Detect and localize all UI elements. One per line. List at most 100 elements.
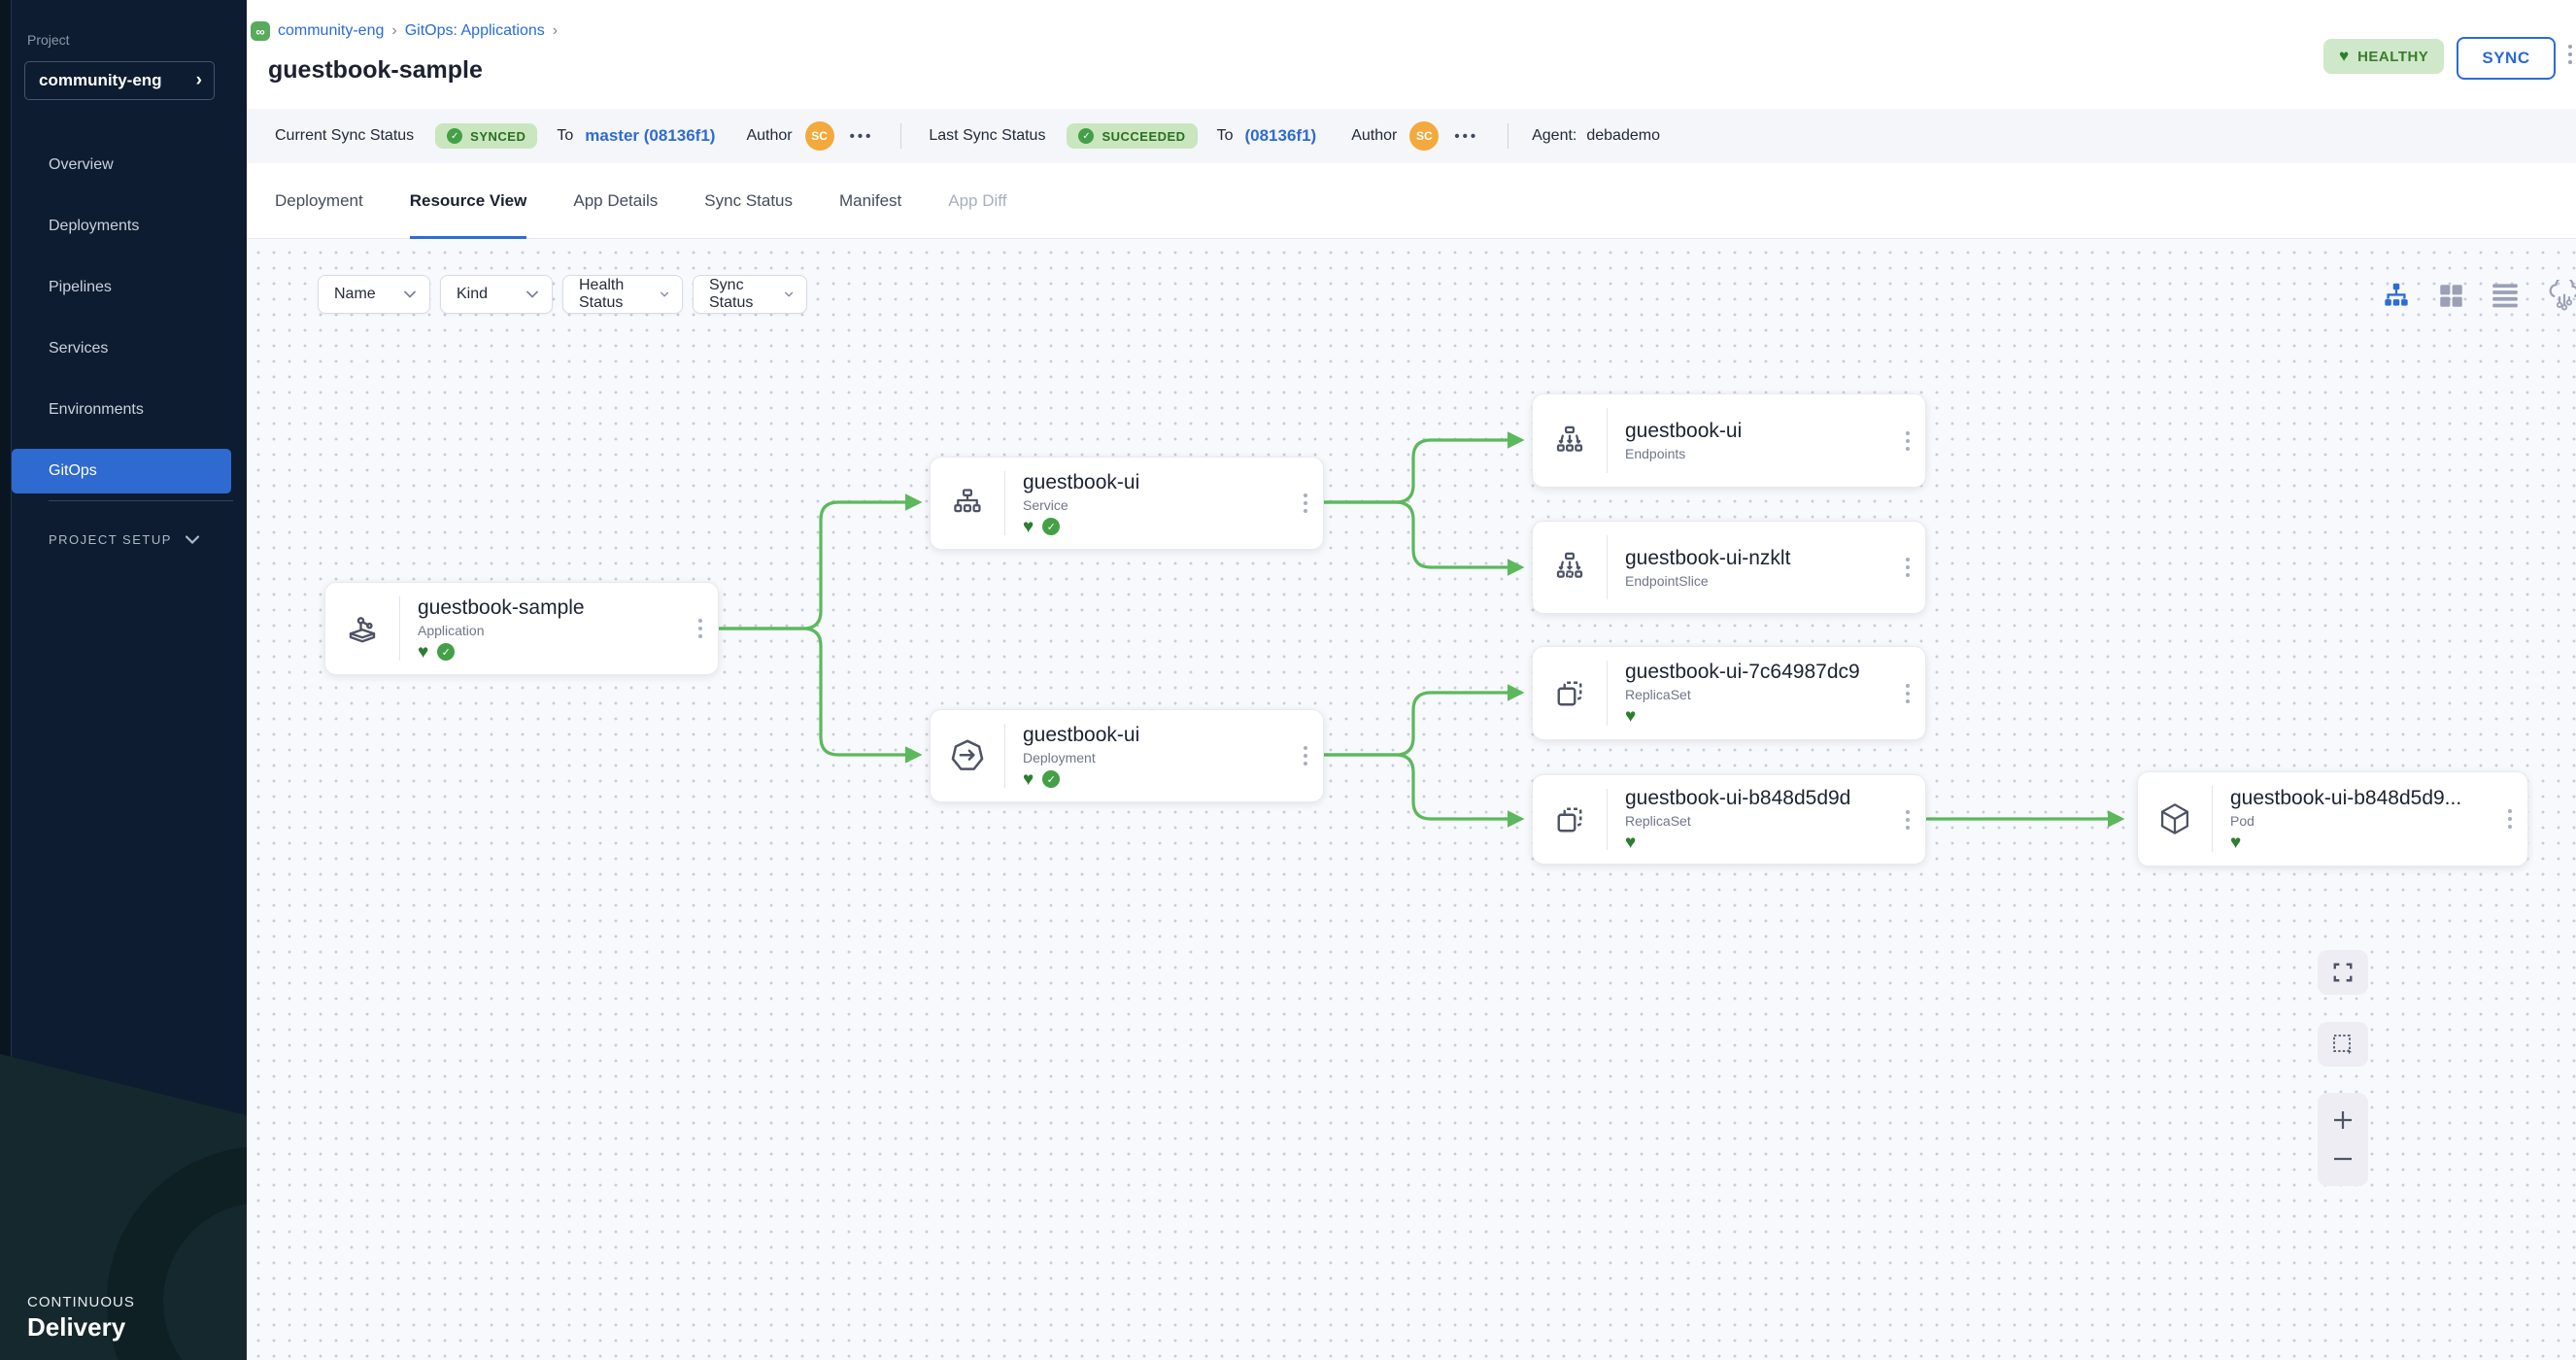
- node-kebab-menu[interactable]: [1906, 810, 1910, 830]
- replicaset-icon: [1533, 647, 1607, 739]
- health-heart-icon: ♥: [1023, 518, 1034, 536]
- sidebar-item-environments[interactable]: Environments: [0, 388, 247, 432]
- deployment-icon: [931, 710, 1004, 801]
- gitops-module-icon: ∞: [251, 21, 270, 41]
- heart-icon: ♥: [2339, 47, 2349, 66]
- sidebar-item-gitops[interactable]: GitOps: [12, 449, 231, 493]
- node-replicaset-1[interactable]: guestbook-ui-7c64987dc9 ReplicaSet ♥ ✓: [1532, 646, 1926, 740]
- statusbar-divider: [900, 123, 901, 149]
- filter-health-status[interactable]: Health Status: [562, 275, 683, 314]
- sync-check-icon: ✓: [1042, 770, 1060, 788]
- chevron-down-icon: [526, 290, 538, 298]
- marquee-select-icon: [2331, 1033, 2355, 1056]
- tab-app-diff[interactable]: App Diff: [948, 163, 1006, 239]
- node-endpointslice[interactable]: guestbook-ui-nzklt EndpointSlice ♥ ✓: [1532, 521, 1926, 614]
- breadcrumb: ∞ community-eng › GitOps: Applications ›: [251, 21, 558, 41]
- sync-check-icon: ✓: [437, 643, 455, 661]
- page-title: guestbook-sample: [268, 56, 483, 85]
- last-sync-label: Last Sync Status: [929, 127, 1045, 145]
- view-toggles: [2382, 280, 2576, 311]
- health-heart-icon: ♥: [2230, 833, 2241, 852]
- current-sync-label: Current Sync Status: [275, 127, 414, 145]
- sidebar-item-services[interactable]: Services: [0, 326, 247, 371]
- filter-bar: Name Kind Health Status Sync Status: [318, 275, 807, 314]
- breadcrumb-separator: ›: [391, 22, 396, 40]
- project-label: Project: [27, 32, 70, 48]
- commit-more-menu[interactable]: •••: [1454, 128, 1478, 145]
- node-kebab-menu[interactable]: [1906, 431, 1910, 451]
- node-kebab-menu[interactable]: [1906, 684, 1910, 703]
- author-avatar[interactable]: SC: [805, 121, 834, 151]
- node-kebab-menu[interactable]: [2508, 809, 2512, 829]
- node-replicaset-2[interactable]: guestbook-ui-b848d5d9d ReplicaSet ♥ ✓: [1532, 774, 1926, 865]
- list-view-icon[interactable]: [2491, 283, 2519, 308]
- tab-manifest[interactable]: Manifest: [839, 163, 901, 239]
- page-header: [247, 0, 2576, 109]
- cluster-view-icon[interactable]: [2546, 280, 2576, 311]
- zoom-in-button[interactable]: [2318, 1108, 2368, 1132]
- filter-name[interactable]: Name: [318, 275, 430, 314]
- breadcrumb-section-link[interactable]: GitOps: Applications: [405, 22, 545, 40]
- last-ref-link[interactable]: (08136f1): [1244, 126, 1316, 146]
- node-application[interactable]: guestbook-sample Application ♥ ✓: [324, 582, 719, 675]
- node-deployment[interactable]: guestbook-ui Deployment ♥ ✓: [930, 709, 1324, 802]
- service-icon: [931, 458, 1004, 549]
- agent-value: debademo: [1586, 127, 1660, 145]
- pod-icon: [2138, 772, 2212, 866]
- header-kebab-menu[interactable]: [2568, 45, 2572, 64]
- zoom-out-button[interactable]: [2318, 1147, 2368, 1171]
- health-heart-icon: ♥: [1625, 707, 1636, 726]
- breadcrumb-project-link[interactable]: community-eng: [278, 22, 384, 40]
- sync-check-icon: ✓: [1042, 518, 1060, 535]
- endpointslice-icon: [1533, 522, 1607, 613]
- tab-resource-view[interactable]: Resource View: [410, 163, 527, 239]
- tab-app-details[interactable]: App Details: [573, 163, 658, 239]
- current-ref-link[interactable]: master (08136f1): [585, 126, 715, 146]
- node-kebab-menu[interactable]: [698, 619, 702, 638]
- node-kebab-menu[interactable]: [1304, 493, 1307, 513]
- breadcrumb-separator: ›: [553, 22, 558, 40]
- node-pod[interactable]: guestbook-ui-b848d5d9... Pod ♥ ✓: [2137, 771, 2528, 867]
- project-selector[interactable]: community-eng ›: [24, 61, 215, 100]
- tab-deployment[interactable]: Deployment: [275, 163, 363, 239]
- endpoints-icon: [1533, 394, 1607, 487]
- succeeded-badge: ✓ SUCCEEDED: [1067, 123, 1197, 149]
- sidebar-nav: Overview Deployments Pipelines Services …: [0, 126, 247, 510]
- fullscreen-button[interactable]: [2318, 950, 2368, 995]
- chevron-down-icon: [661, 290, 668, 298]
- chevron-down-icon: [186, 535, 199, 544]
- node-endpoints[interactable]: guestbook-ui Endpoints ♥ ✓: [1532, 393, 1926, 488]
- fullscreen-icon: [2332, 962, 2354, 983]
- to-label: To: [557, 127, 573, 145]
- check-circle-icon: ✓: [447, 128, 462, 144]
- author-avatar[interactable]: SC: [1409, 121, 1439, 151]
- project-setup-toggle[interactable]: PROJECT SETUP: [49, 532, 233, 547]
- to-label: To: [1217, 127, 1234, 145]
- marquee-select-button[interactable]: [2318, 1022, 2368, 1067]
- sync-button[interactable]: SYNC: [2457, 37, 2556, 80]
- synced-badge: ✓ SYNCED: [435, 123, 537, 149]
- node-kebab-menu[interactable]: [1906, 558, 1910, 577]
- grid-view-icon[interactable]: [2438, 283, 2464, 309]
- commit-more-menu[interactable]: •••: [850, 128, 874, 145]
- agent-label: Agent:: [1532, 127, 1576, 145]
- node-kebab-menu[interactable]: [1304, 746, 1307, 765]
- chevron-down-icon: [404, 290, 416, 298]
- chevron-right-icon: ›: [196, 70, 202, 91]
- sidebar-item-overview[interactable]: Overview: [0, 143, 247, 187]
- health-heart-icon: ♥: [1625, 833, 1636, 852]
- health-heart-icon: ♥: [418, 643, 428, 662]
- sidebar: Project community-eng › Overview Deploym…: [0, 0, 247, 1360]
- node-service[interactable]: guestbook-ui Service ♥ ✓: [930, 457, 1324, 550]
- sidebar-item-pipelines[interactable]: Pipelines: [0, 265, 247, 310]
- chevron-down-icon: [785, 290, 793, 298]
- tab-sync-status[interactable]: Sync Status: [704, 163, 793, 239]
- tree-view-icon[interactable]: [2382, 282, 2411, 309]
- project-selector-value: community-eng: [39, 71, 162, 90]
- sidebar-item-deployments[interactable]: Deployments: [0, 204, 247, 249]
- filter-kind[interactable]: Kind: [440, 275, 553, 314]
- replicaset-icon: [1533, 775, 1607, 864]
- filter-sync-status[interactable]: Sync Status: [693, 275, 807, 314]
- zoom-controls: [2318, 1093, 2368, 1186]
- check-circle-icon: ✓: [1078, 128, 1094, 144]
